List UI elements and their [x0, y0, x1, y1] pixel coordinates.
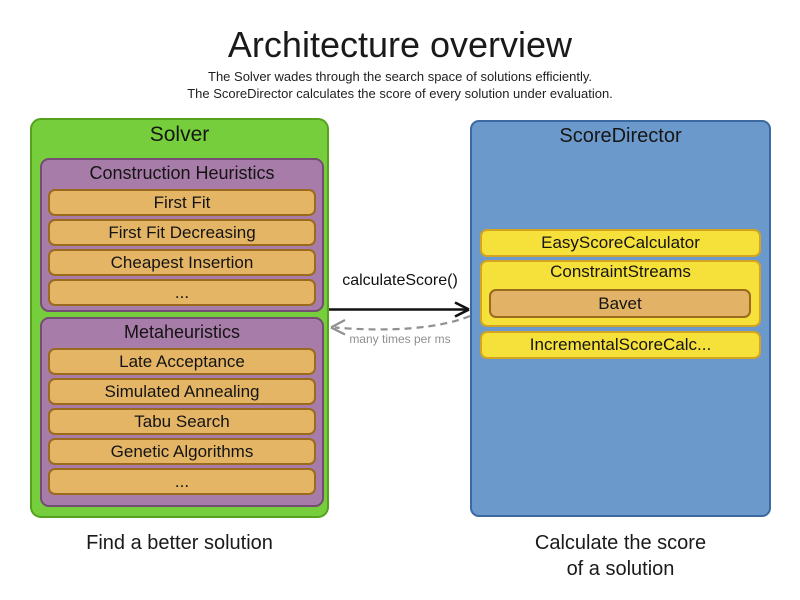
algorithm-item-first-fit-decreasing: First Fit Decreasing	[48, 219, 316, 246]
score-director-box-title: ScoreDirector	[559, 125, 682, 147]
subtitle-line-2: The ScoreDirector calculates the score o…	[187, 86, 613, 101]
return-arrow	[330, 314, 471, 336]
score-director-caption-line-2: of a solution	[566, 558, 675, 580]
metaheuristics-title: Metaheuristics	[123, 322, 241, 342]
construction-heuristics-title: Construction Heuristics	[89, 163, 275, 183]
subtitle-line-1: The Solver wades through the search spac…	[208, 69, 592, 84]
algorithm-item-late-acceptance: Late Acceptance	[48, 348, 316, 375]
calculator-item-incremental-score-calc: IncrementalScoreCalc...	[480, 331, 761, 359]
calculate-score-arrow-label: calculateScore()	[342, 272, 458, 289]
algorithm-item-ellipsis: ...	[48, 279, 316, 306]
calculator-item-easy-score-calculator: EasyScoreCalculator	[480, 229, 761, 257]
algorithm-item-ellipsis-2: ...	[48, 468, 316, 495]
bavet-item: Bavet	[489, 289, 751, 318]
solver-caption: Find a better solution	[86, 532, 273, 554]
algorithm-item-simulated-annealing: Simulated Annealing	[48, 378, 316, 405]
call-return-arrows	[329, 301, 471, 336]
page-title: Architecture overview	[227, 24, 573, 65]
solver-box-title: Solver	[149, 123, 210, 146]
algorithm-item-tabu-search: Tabu Search	[48, 408, 316, 435]
call-arrow	[329, 301, 470, 318]
score-director-caption-line-1: Calculate the score	[534, 532, 707, 554]
algorithm-item-first-fit: First Fit	[48, 189, 316, 216]
algorithm-item-cheapest-insertion: Cheapest Insertion	[48, 249, 316, 276]
algorithm-item-genetic-algorithms: Genetic Algorithms	[48, 438, 316, 465]
constraint-streams-label: ConstraintStreams	[550, 262, 691, 281]
return-arrow-label: many times per ms	[349, 332, 451, 346]
